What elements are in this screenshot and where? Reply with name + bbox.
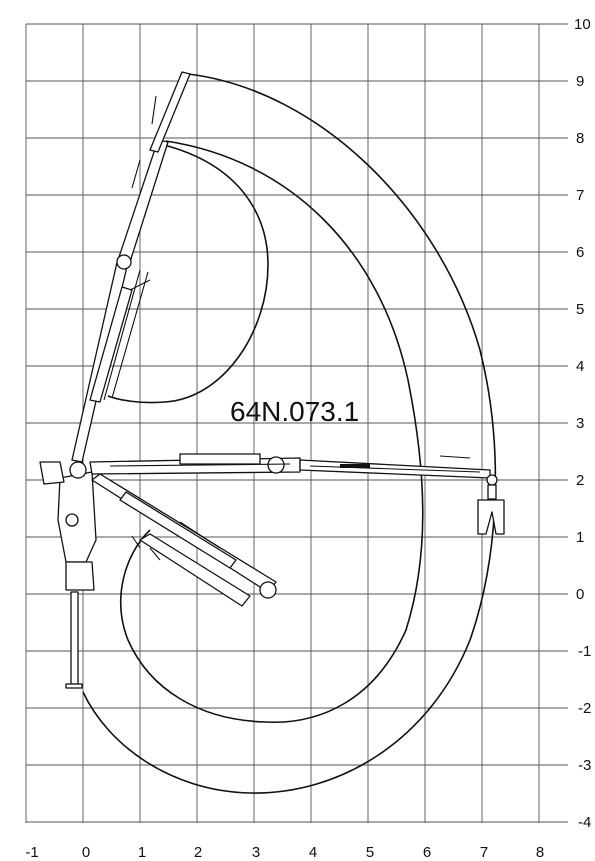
x-tick-label: 7 <box>480 844 488 861</box>
y-tick-label: 3 <box>576 415 584 432</box>
x-tick-label: 0 <box>82 844 90 861</box>
horizontal-boom-joint <box>267 456 285 474</box>
y-tick-label: -3 <box>578 757 591 774</box>
boom-decal <box>340 464 370 468</box>
folded-outer-boom <box>139 533 251 607</box>
raised-outer-boom <box>117 139 169 263</box>
x-tick-label: 4 <box>309 844 317 861</box>
crane-base <box>65 561 95 591</box>
y-tick-label: -2 <box>578 700 591 717</box>
y-tick-label: 0 <box>576 586 584 603</box>
model-label: 64N.073.1 <box>230 396 359 427</box>
y-tick-label: 9 <box>576 73 584 90</box>
x-tick-label: 1 <box>138 844 146 861</box>
folded-boom-joint <box>259 581 277 599</box>
x-tick-label: 8 <box>536 844 544 861</box>
x-axis-labels: -1 0 1 2 3 4 5 6 7 8 <box>25 844 544 861</box>
middle-reach-envelope <box>120 140 424 724</box>
grid <box>25 23 568 823</box>
folded-cylinder <box>119 491 237 569</box>
raised-boom-detail <box>103 269 151 401</box>
y-tick-label: 7 <box>576 187 584 204</box>
crane-leg <box>70 591 79 685</box>
y-tick-label: -1 <box>578 643 591 660</box>
crane-illustration <box>39 71 505 689</box>
raised-boom-joint <box>116 254 132 270</box>
y-tick-label: 1 <box>576 529 584 546</box>
raised-extension <box>149 71 191 153</box>
x-tick-label: 5 <box>366 844 374 861</box>
y-tick-label: 10 <box>574 16 591 33</box>
grapple-link <box>487 484 497 500</box>
folded-boom-detail <box>131 521 221 561</box>
slewing-pivot <box>69 461 87 479</box>
x-tick-label: 2 <box>194 844 202 861</box>
column-detail <box>65 513 79 527</box>
crane-foot <box>65 683 83 689</box>
y-tick-label: 2 <box>576 472 584 489</box>
y-axis-labels: 10 9 8 7 6 5 4 3 2 1 0 -1 -2 -3 -4 <box>574 16 591 831</box>
horizontal-boom-detail <box>109 455 481 473</box>
x-tick-label: 6 <box>423 844 431 861</box>
horizontal-cylinder <box>179 453 261 465</box>
inner-reach-envelope <box>107 144 269 404</box>
x-tick-label: 3 <box>252 844 260 861</box>
y-tick-label: 6 <box>576 244 584 261</box>
y-tick-label: 5 <box>576 301 584 318</box>
reach-envelopes <box>82 73 497 794</box>
rotator <box>486 474 498 486</box>
x-tick-label: -1 <box>25 844 38 861</box>
raised-hose-detail <box>131 95 157 189</box>
crane-seat <box>39 461 65 485</box>
y-tick-label: 4 <box>576 358 584 375</box>
outer-reach-envelope <box>82 73 497 794</box>
raised-boom-cylinder <box>89 286 133 403</box>
grapple-jaws <box>477 499 505 535</box>
raised-main-boom <box>71 257 129 463</box>
y-tick-label: 8 <box>576 130 584 147</box>
y-tick-label: -4 <box>578 814 591 831</box>
